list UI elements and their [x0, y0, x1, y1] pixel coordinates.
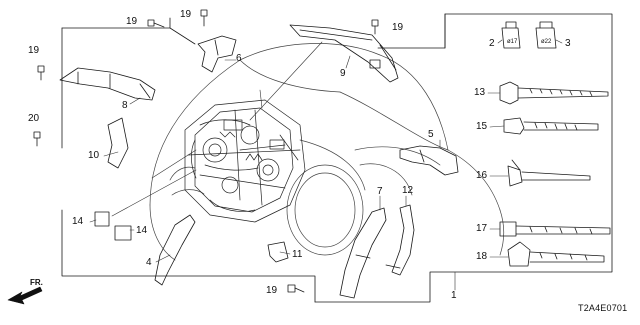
callout-11: 11	[292, 249, 303, 260]
front-direction-label: FR.	[30, 278, 43, 287]
part-4-harness	[154, 214, 196, 286]
bolt-icons	[33, 9, 379, 293]
callout-17: 17	[476, 223, 488, 234]
bolt-icon	[200, 9, 208, 27]
clip-3-size-tag: ø22	[541, 39, 552, 45]
callout-18: 18	[476, 251, 488, 262]
callout-19-top-right: 19	[392, 22, 404, 33]
callout-12: 12	[402, 185, 414, 196]
callout-19-bottom: 19	[266, 285, 278, 296]
callout-15: 15	[476, 121, 488, 132]
callout-19-top-center: 19	[180, 9, 192, 20]
callout-1: 1	[451, 290, 457, 301]
bolt-icon	[147, 19, 165, 28]
callout-8: 8	[122, 100, 128, 111]
tie-part-15	[503, 117, 599, 135]
callout-7: 7	[377, 186, 383, 197]
callout-3: 3	[565, 38, 571, 49]
part-8-harness	[59, 67, 156, 101]
part-6-bracket	[197, 35, 237, 73]
part-12-harness	[385, 204, 415, 276]
engine-block	[184, 99, 306, 223]
callout-19-left: 19	[28, 45, 40, 56]
callout-10: 10	[88, 150, 100, 161]
clip-part-2	[501, 21, 521, 49]
bolt-icon	[37, 65, 45, 81]
clip-2-size-tag: ø17	[507, 39, 518, 45]
bolt-icon	[33, 131, 41, 147]
callout-14a: 14	[72, 216, 84, 227]
callout-14b: 14	[136, 225, 148, 236]
front-direction-arrow-icon	[7, 286, 43, 305]
callout-20: 20	[28, 113, 40, 124]
callout-5: 5	[428, 129, 434, 140]
tie-part-17	[499, 221, 611, 237]
part-10-bracket	[107, 117, 129, 169]
part-7-harness	[339, 207, 387, 299]
callout-6: 6	[236, 53, 242, 64]
callout-16: 16	[476, 170, 488, 181]
tie-part-16	[507, 159, 591, 187]
part-11-bracket	[267, 241, 289, 263]
tie-part-13	[499, 81, 609, 105]
part-9-harness	[289, 24, 399, 83]
callout-4: 4	[146, 257, 152, 268]
bolt-icon	[371, 19, 379, 35]
group-boundary-lines	[61, 13, 613, 303]
callout-13: 13	[474, 87, 486, 98]
clip-part-3	[535, 21, 557, 49]
part-5-harness	[399, 145, 459, 176]
callout-9: 9	[340, 68, 346, 79]
diagram-code: T2A4E0701	[578, 303, 628, 313]
leader-lines	[89, 39, 563, 291]
part-14-clips	[94, 211, 132, 241]
callout-2: 2	[489, 38, 495, 49]
callout-19-top-left: 19	[126, 16, 138, 27]
bolt-icon	[287, 284, 305, 293]
tie-part-18	[507, 241, 605, 267]
